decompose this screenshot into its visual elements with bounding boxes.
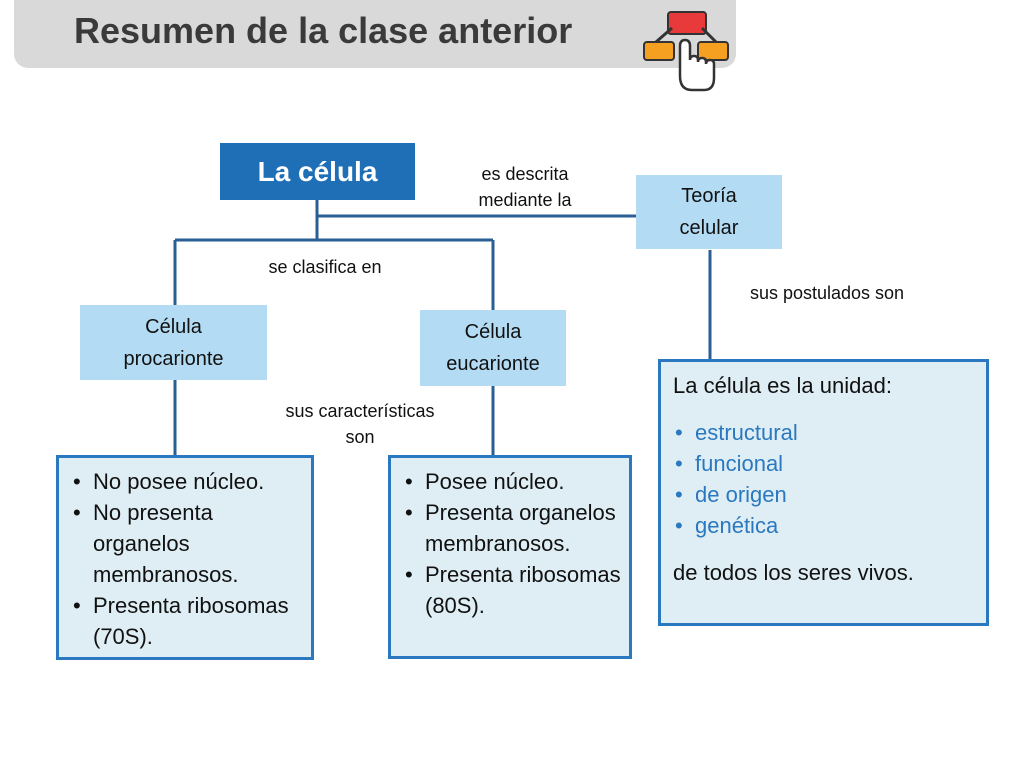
list-item: No posee núcleo. [71,466,303,497]
label-classified: se clasifica en [268,257,382,277]
label-described-line1: es descrita [481,164,569,184]
node-prokaryote-line1: Célula [145,315,202,338]
hierarchy-hand-icon [643,11,729,92]
label-characteristics-line1: sus características [285,401,435,421]
list-item: genética [673,510,976,541]
postulates-intro: La célula es la unidad: [673,373,892,398]
list-item: Presenta organelos membranosos. [403,497,621,559]
prokaryote-features-list: No posee núcleo. No presenta organelos m… [71,466,303,652]
label-described-line2: mediante la [478,190,572,210]
postulates-list: estructural funcional de origen genética [673,417,976,541]
list-item: estructural [673,417,976,448]
node-eukaryote-line1: Célula [464,321,522,343]
eukaryote-features-box: Posee núcleo. Presenta organelos membran… [388,455,632,659]
postulates-outro: de todos los seres vivos. [673,560,914,585]
label-described: es descrita mediante la [455,161,595,213]
label-characteristics-line2: son [345,427,375,447]
eukaryote-features-list: Posee núcleo. Presenta organelos membran… [403,466,621,621]
node-eukaryote: Célula eucarionte [420,310,566,386]
prokaryote-features-box: No posee núcleo. No presenta organelos m… [56,455,314,660]
cell-theory-postulates-box: La célula es la unidad: estructural func… [658,359,989,626]
label-characteristics: sus características son [255,398,465,450]
list-item: Presenta ribosomas (70S). [71,590,303,652]
node-prokaryote: Célula procarionte [80,305,267,380]
node-eukaryote-line2: eucarionte [446,353,540,375]
label-postulates: sus postulados son [749,283,905,303]
node-prokaryote-line2: procarionte [123,347,224,370]
list-item: funcional [673,448,976,479]
node-cell-theory-line1: Teoría [681,185,737,207]
list-item: Presenta ribosomas (80S). [403,559,621,621]
title-bar [14,0,736,68]
node-cell: La célula [220,143,415,200]
node-cell-theory-line2: celular [679,217,739,239]
list-item: de origen [673,479,976,510]
node-cell-theory: Teoría celular [636,175,782,249]
page-title: Resumen de la clase anterior [74,10,573,51]
list-item: Posee núcleo. [403,466,621,497]
list-item: No presenta organelos membranosos. [71,497,303,590]
